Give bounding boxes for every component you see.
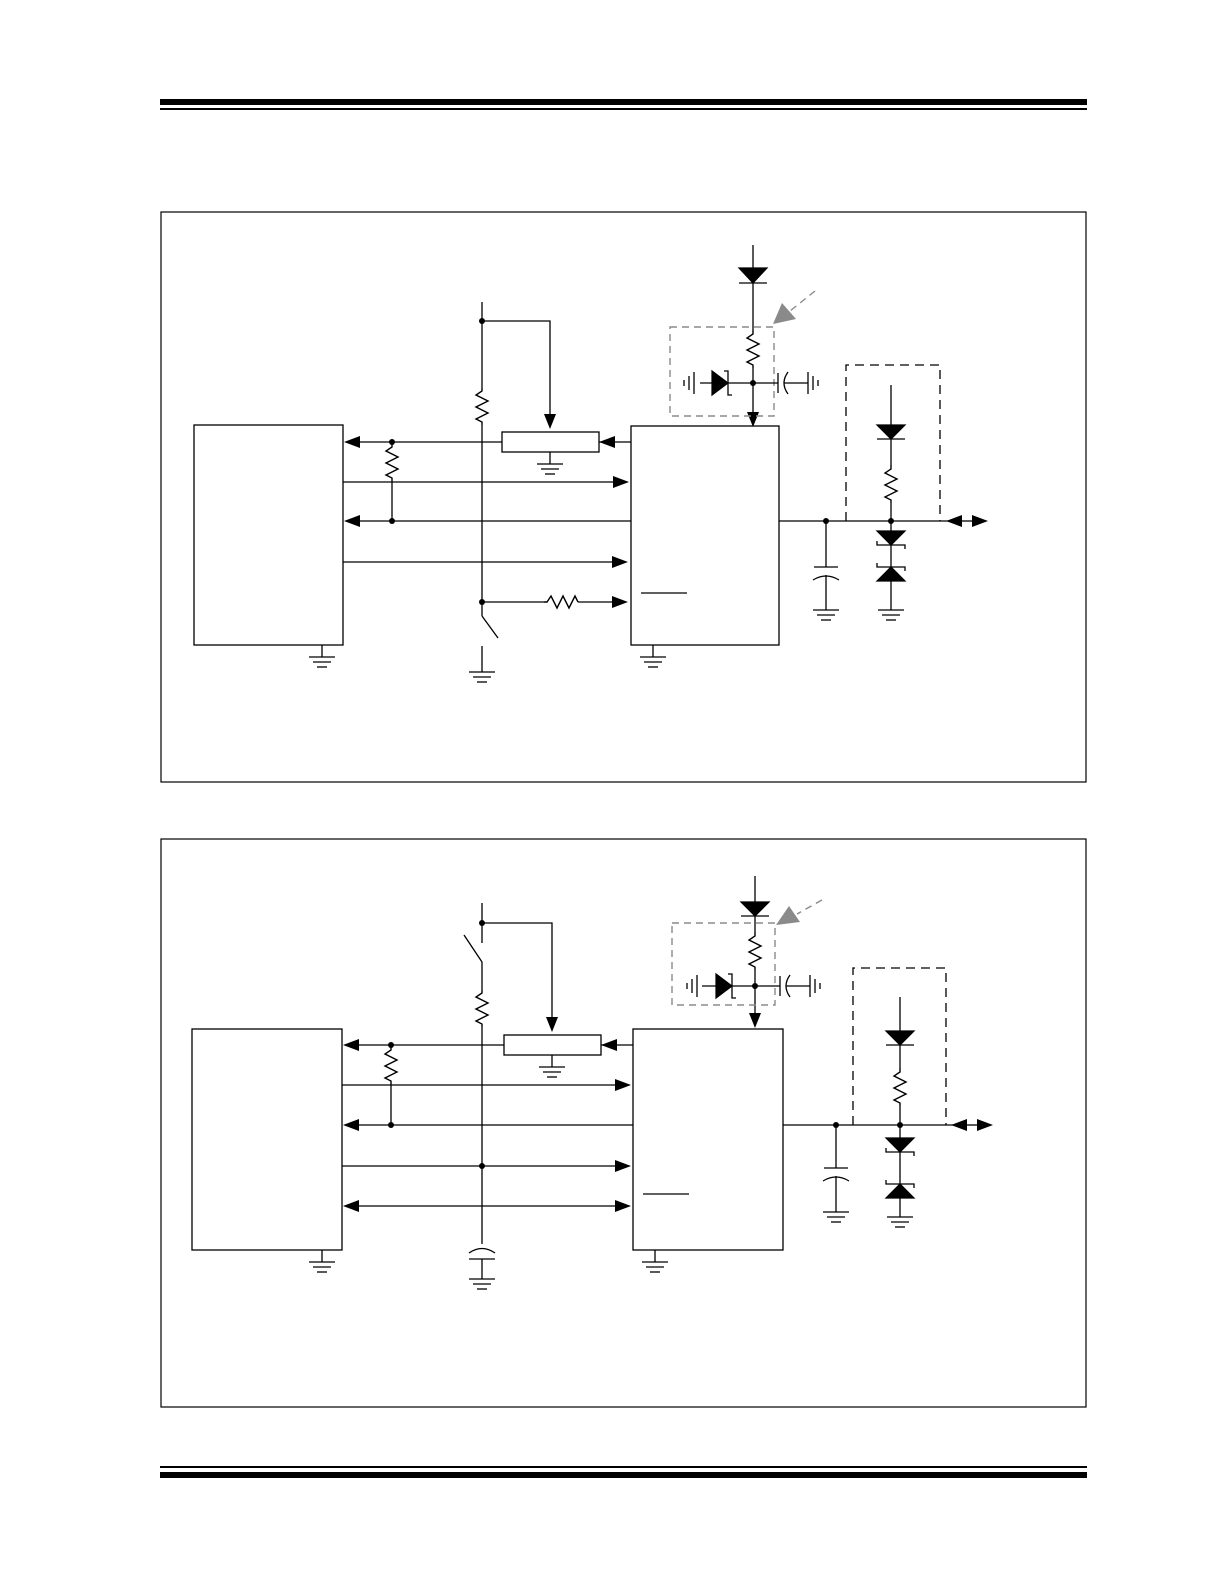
- ground-icon: [639, 644, 667, 668]
- ground-icon: [308, 1249, 336, 1273]
- ground-icon: [538, 1054, 566, 1078]
- controller-block: [191, 1028, 343, 1251]
- ground-icon: [536, 451, 564, 475]
- level-shifter-block: [501, 431, 600, 453]
- series-resistor: [482, 594, 628, 610]
- bus-protection-network: [845, 364, 941, 621]
- ground-icon: [641, 1249, 669, 1273]
- supply-diode: [737, 245, 769, 427]
- header-rule: [160, 99, 1087, 110]
- pointer-arrow: [773, 290, 816, 324]
- input-protection-network: [671, 922, 821, 1006]
- supply-diode: [739, 876, 771, 1028]
- footer-rule: [160, 1466, 1087, 1478]
- switch: [463, 934, 483, 963]
- bus-line: [779, 515, 988, 527]
- filter-capacitor: [468, 1247, 496, 1290]
- controller-block: [193, 424, 344, 646]
- transceiver-block: [630, 425, 780, 646]
- figure-upper: [160, 211, 1087, 783]
- figure-frame: [160, 211, 1087, 783]
- ground-icon: [308, 644, 336, 668]
- bus-capacitor: [812, 521, 840, 621]
- input-protection-network: [669, 326, 819, 417]
- figure-lower: [160, 838, 1087, 1408]
- figure-frame: [160, 838, 1087, 1408]
- signal-lines: [343, 436, 631, 568]
- bus-protection-network: [852, 967, 947, 1228]
- supply-rail: [463, 903, 558, 1244]
- level-shifter-block: [503, 1034, 602, 1056]
- bus-line: [783, 1119, 993, 1131]
- bus-capacitor: [822, 1125, 850, 1223]
- transceiver-block: [632, 1028, 784, 1251]
- supply-rail: [474, 302, 556, 605]
- pointer-arrow: [776, 899, 823, 925]
- switch: [468, 602, 499, 683]
- signal-lines: [342, 1039, 633, 1212]
